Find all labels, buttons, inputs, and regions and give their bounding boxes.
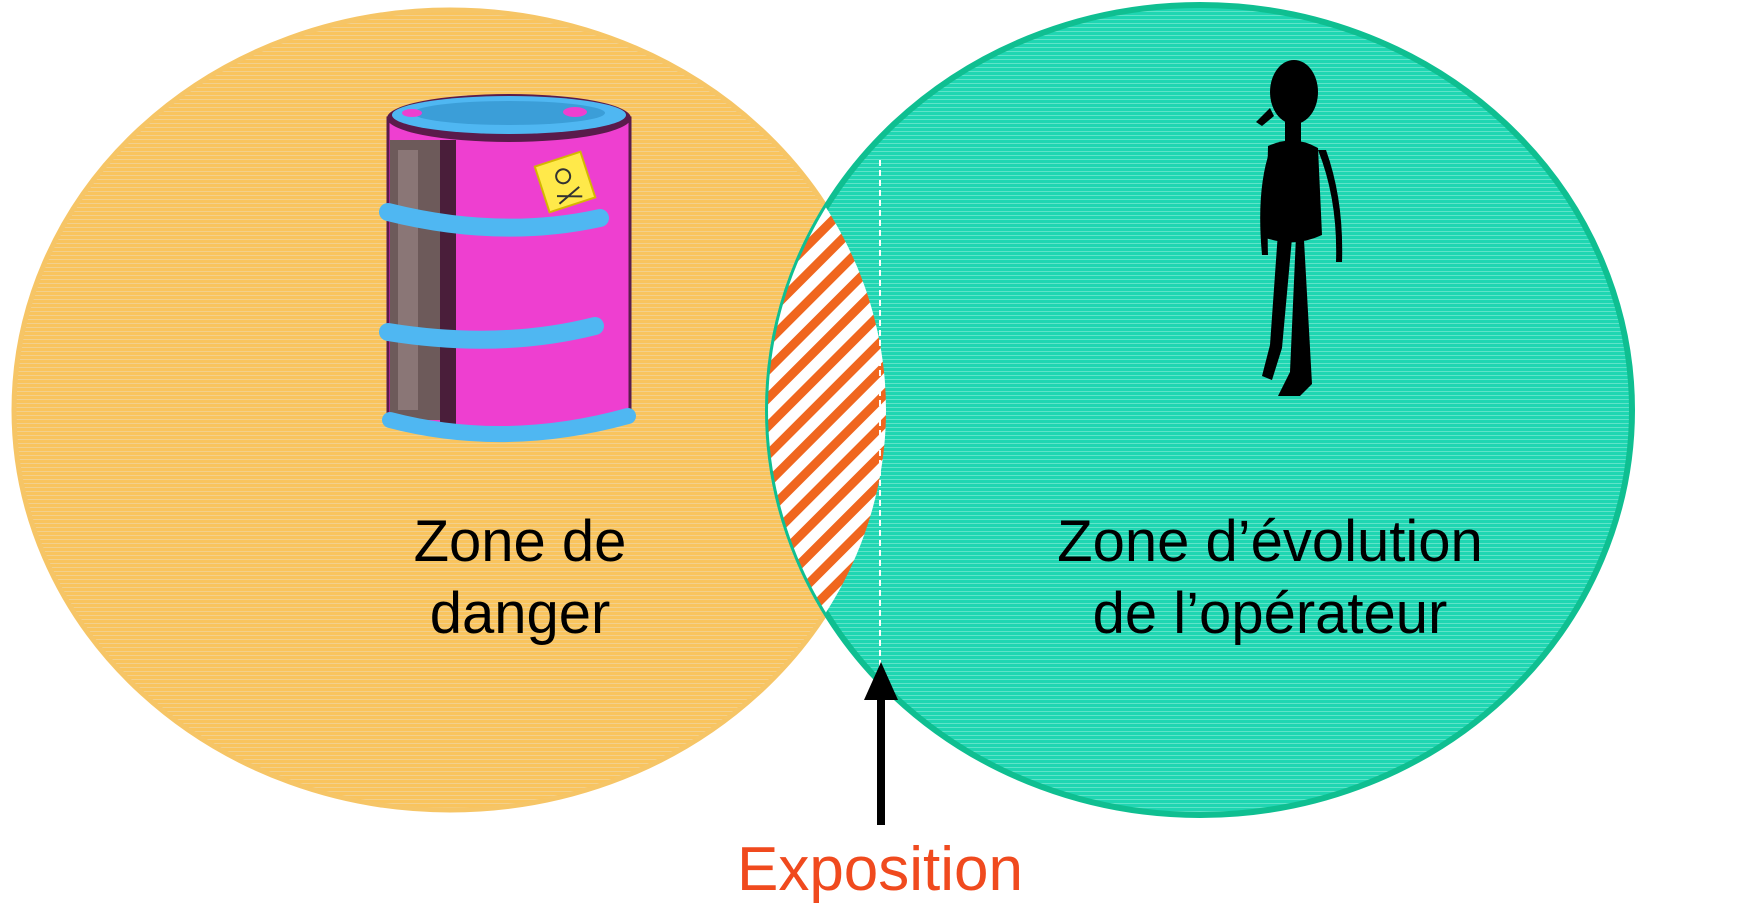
danger-zone-label-line1: Zone de (413, 509, 627, 574)
person-icon (1256, 60, 1343, 396)
danger-zone-label-line2: danger (429, 581, 611, 646)
operator-zone-label-line2: de l’opérateur (1092, 581, 1448, 646)
danger-zone-label: Zone de danger (330, 506, 710, 650)
operator-zone-ellipse (765, 2, 1635, 818)
exposition-label: Exposition (736, 835, 1024, 904)
exposition-arrow (864, 662, 898, 825)
operator-zone-label: Zone d’évolution de l’opérateur (990, 506, 1550, 650)
toxic-barrel-icon (379, 94, 636, 442)
operator-zone-label-line1: Zone d’évolution (1057, 509, 1483, 574)
